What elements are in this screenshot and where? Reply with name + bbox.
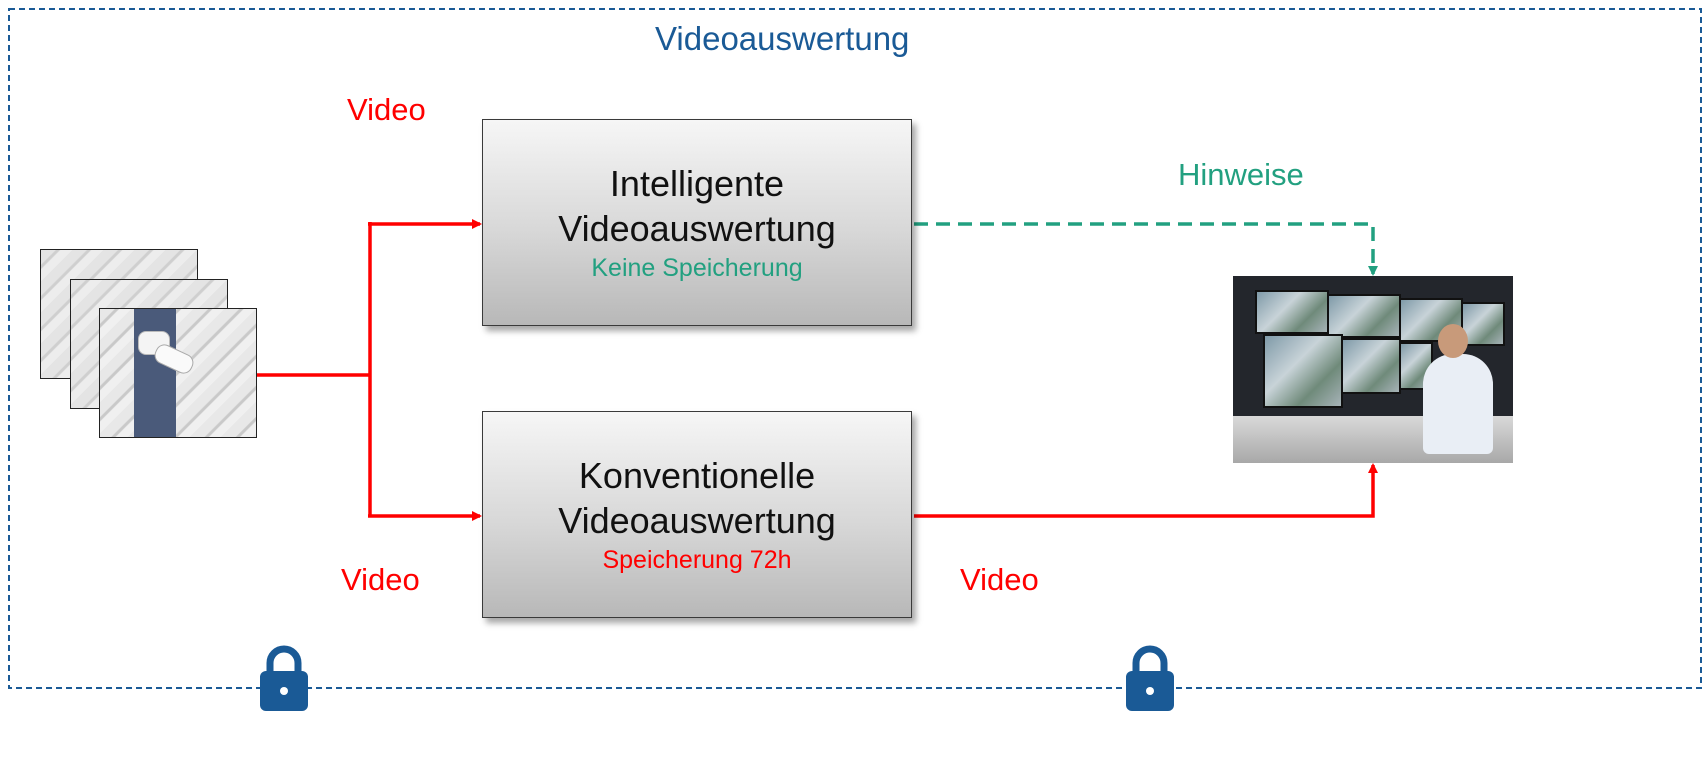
conventional-box-subtitle: Speicherung 72h — [602, 545, 792, 574]
conventional-analysis-box: Konventionelle Videoauswertung Speicheru… — [482, 411, 912, 618]
intelligent-box-title-line1: Intelligente — [609, 162, 785, 204]
monitor-screen — [1255, 290, 1329, 334]
arrow-conventional-to-control-room — [914, 463, 1378, 518]
padlock-icon — [260, 645, 308, 711]
camera-mount-post — [134, 309, 176, 437]
intelligent-analysis-box: Intelligente Videoauswertung Keine Speic… — [482, 119, 912, 326]
arrow-hints-to-control-room — [914, 222, 1378, 276]
monitor-screen — [1263, 334, 1343, 408]
hints-label: Hinweise — [1178, 157, 1304, 192]
conventional-box-title-line1: Konventionelle — [578, 454, 816, 496]
conventional-box-title-line2: Videoauswertung — [558, 500, 836, 542]
camera-image-front — [99, 308, 257, 438]
outer-dashed-frame — [8, 8, 1702, 689]
monitor-screen — [1327, 294, 1401, 338]
intelligent-box-title-line2: Videoauswertung — [558, 208, 836, 250]
operator-head — [1438, 324, 1468, 358]
video-label-top: Video — [347, 92, 426, 127]
monitor-screen — [1341, 338, 1401, 394]
control-room-photo — [1233, 276, 1513, 463]
monitor-screen — [1461, 302, 1505, 346]
intelligent-box-subtitle: Keine Speicherung — [591, 253, 803, 282]
video-label-bottom-right: Video — [960, 562, 1039, 597]
operator-person — [1423, 354, 1493, 454]
video-label-bottom-left: Video — [341, 562, 420, 597]
diagram-title: Videoauswertung — [655, 20, 910, 57]
padlock-icon — [1126, 645, 1174, 711]
